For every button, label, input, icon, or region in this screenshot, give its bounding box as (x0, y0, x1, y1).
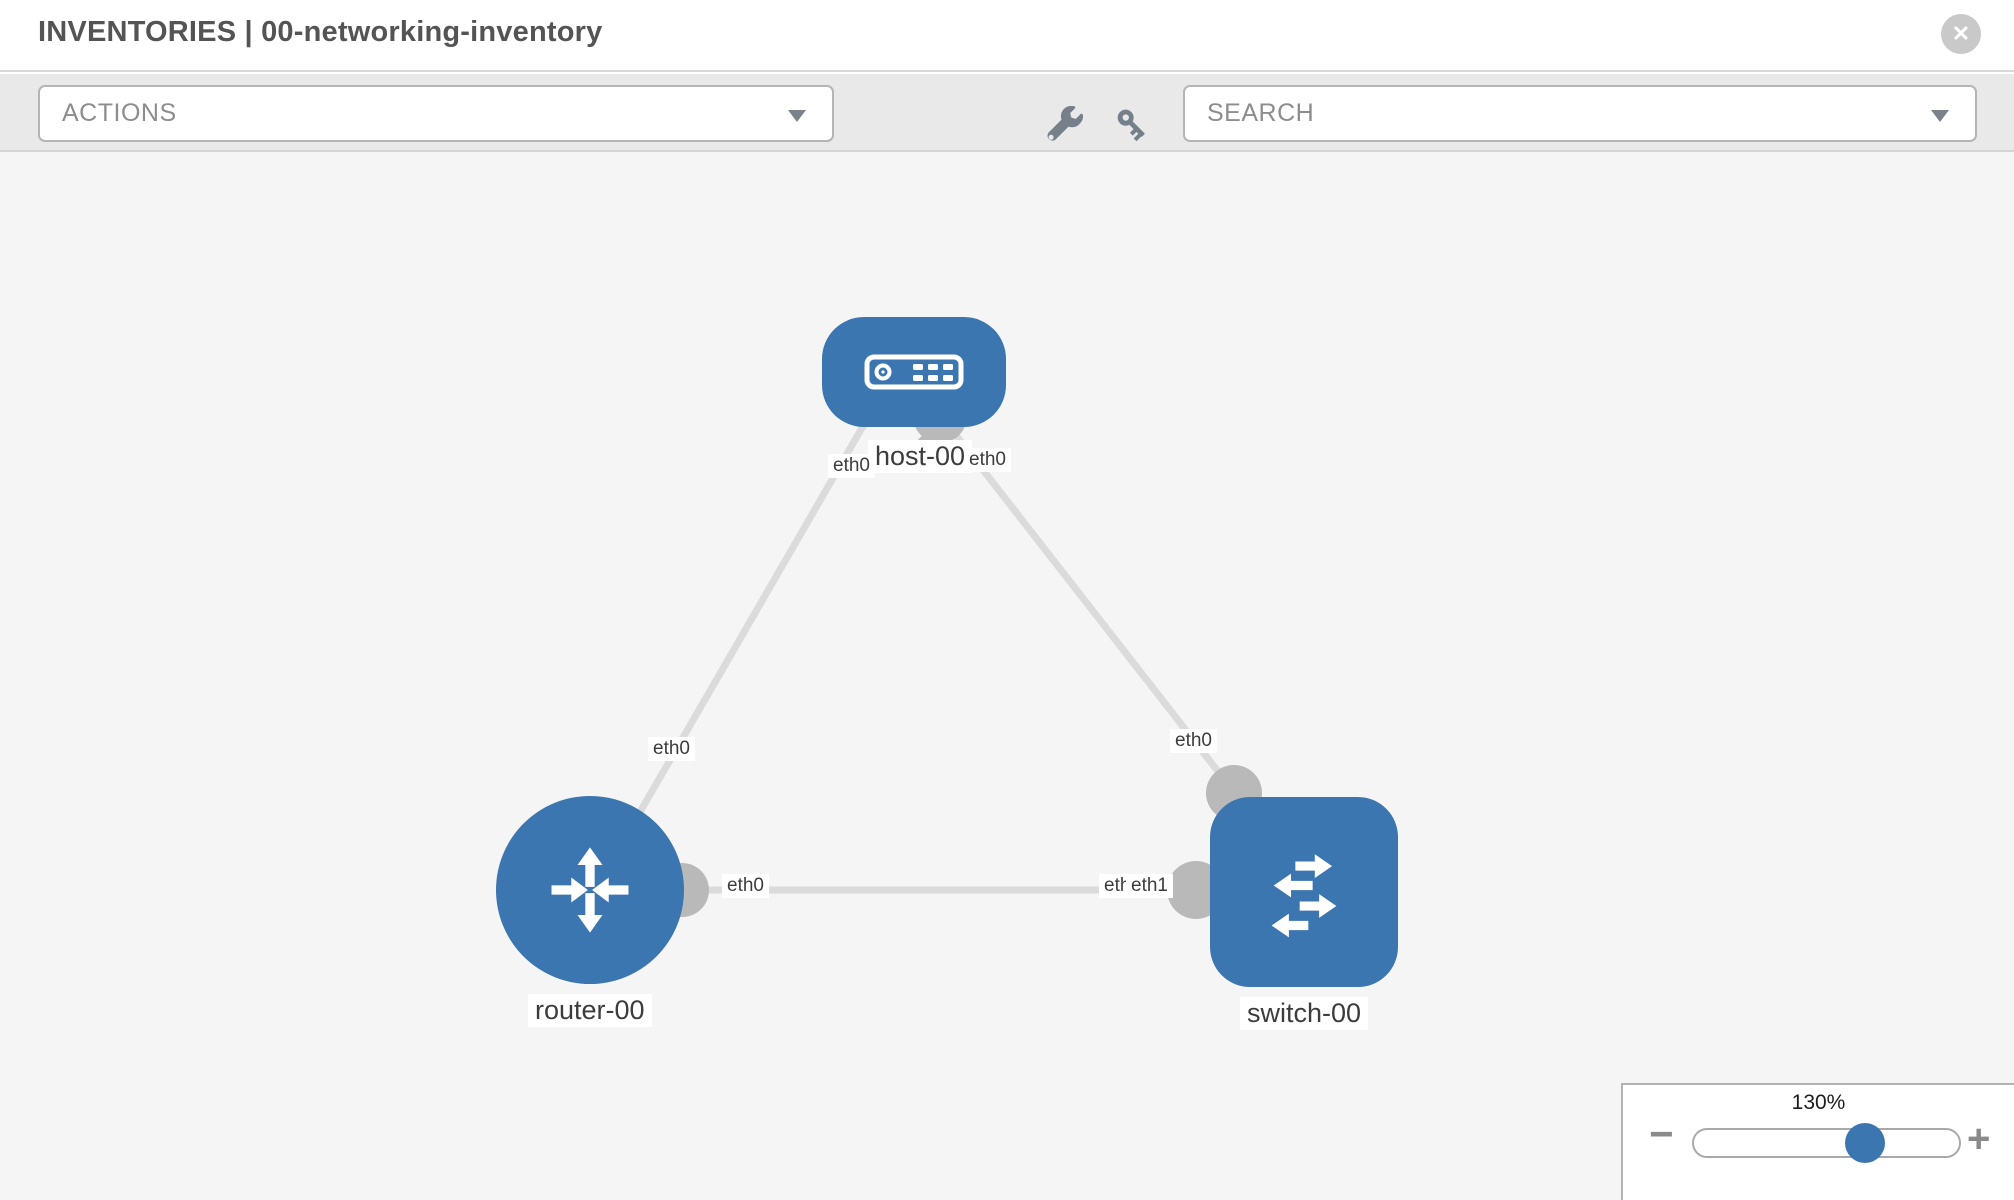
node-label-router-00: router-00 (528, 994, 652, 1027)
node-label-host-00: host-00 (868, 440, 973, 473)
page-title: INVENTORIES | 00-networking-inventory (38, 16, 603, 48)
if-label-mid-front: eth1 (1126, 874, 1173, 898)
close-button[interactable]: ✕ (1941, 14, 1981, 54)
if-label-host-left: eth0 (828, 454, 875, 478)
zoom-in-button[interactable]: + (1967, 1119, 1990, 1159)
wrench-icon (1047, 106, 1084, 141)
if-label-router-top: eth0 (648, 737, 695, 761)
zoom-level-label: 130% (1791, 1091, 1846, 1114)
zoom-slider-track[interactable] (1692, 1128, 1961, 1158)
actions-dropdown[interactable]: ACTIONS (38, 85, 834, 142)
close-icon: ✕ (1951, 21, 1971, 46)
node-host-00[interactable] (822, 317, 1006, 427)
if-label-router-right: eth0 (722, 874, 769, 898)
credentials-button[interactable] (1112, 104, 1156, 148)
node-switch-00[interactable] (1210, 797, 1398, 987)
host-icon (864, 354, 964, 390)
topology-links-layer (636, 389, 1262, 919)
search-dropdown[interactable]: SEARCH (1183, 85, 1977, 142)
header: INVENTORIES | 00-networking-inventory ✕ (0, 0, 2014, 72)
switch-icon (1271, 854, 1337, 938)
plus-icon: + (1967, 1117, 1991, 1161)
key-icon (1117, 109, 1145, 142)
node-label-switch-00: switch-00 (1240, 997, 1369, 1030)
configure-button[interactable] (1043, 104, 1087, 148)
topology-canvas[interactable]: host-00 router-00 switch-00 eth0 eth0 et… (0, 152, 2014, 1200)
zoom-slider-thumb[interactable] (1845, 1123, 1885, 1163)
if-label-host-right: eth0 (964, 448, 1011, 472)
zoom-panel: 130% − + (1621, 1083, 2014, 1200)
actions-dropdown-label: ACTIONS (62, 99, 177, 127)
zoom-out-button[interactable]: − (1649, 1113, 1674, 1155)
search-dropdown-label: SEARCH (1207, 99, 1315, 127)
chevron-down-icon (788, 110, 806, 122)
toolbar: ACTIONS SEARCH (0, 74, 2014, 152)
router-icon (551, 847, 629, 933)
chevron-down-icon (1931, 110, 1949, 122)
node-router-00[interactable] (496, 796, 684, 984)
minus-icon: − (1649, 1110, 1674, 1157)
if-label-switch-top: eth0 (1170, 729, 1217, 753)
